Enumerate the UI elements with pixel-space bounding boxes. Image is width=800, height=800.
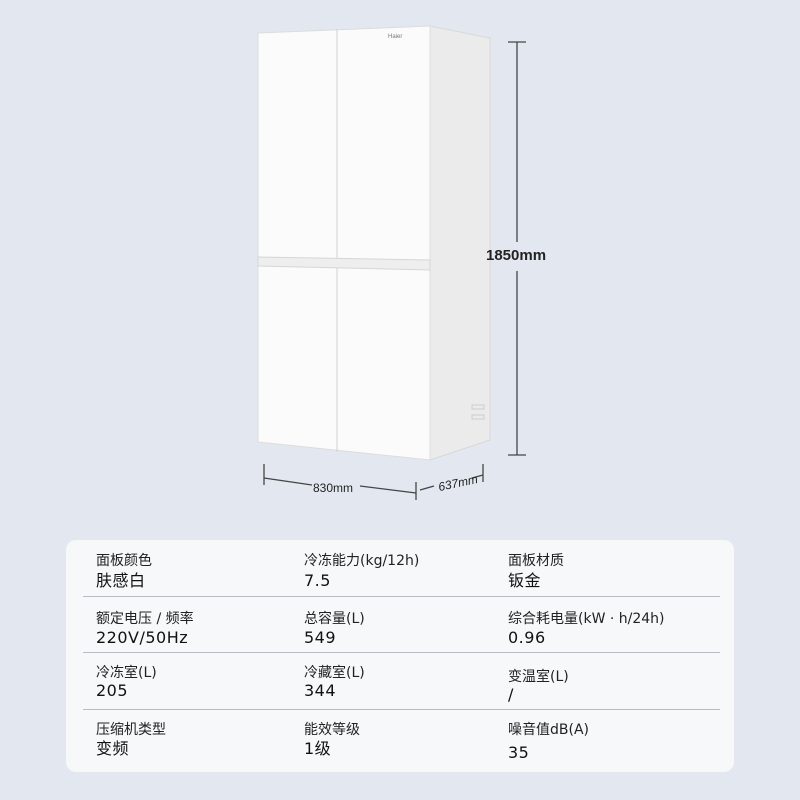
spec-value: / <box>508 685 514 704</box>
drawer-handle-bar <box>257 256 431 271</box>
spec-value: 35 <box>508 743 530 762</box>
spec-value: 1级 <box>304 739 332 758</box>
row-divider <box>83 653 720 710</box>
width-dimension-line <box>263 464 484 500</box>
width-label: 830mm <box>313 481 354 495</box>
height-label: 1850mm <box>486 247 547 264</box>
refrigerator-image: Haier <box>257 25 526 500</box>
spec-label: 总容量(L) <box>304 611 365 627</box>
spec-value: 7.5 <box>304 571 331 590</box>
spec-label: 额定电压 / 频率 <box>96 611 194 627</box>
spec-value: 钣金 <box>508 571 542 590</box>
row-divider <box>83 540 720 597</box>
fridge-side-panel <box>429 25 491 461</box>
spec-value: 205 <box>96 681 129 700</box>
spec-label: 冷冻室(L) <box>96 665 157 681</box>
spec-value: 变频 <box>96 739 130 758</box>
spec-label: 压缩机类型 <box>96 722 166 738</box>
row-divider <box>83 596 720 653</box>
brand-logo: Haier <box>388 34 402 40</box>
spec-label: 噪音值dB(A) <box>508 722 589 738</box>
spec-value: 220V/50Hz <box>96 628 189 647</box>
spec-label: 面板材质 <box>508 553 564 569</box>
spec-value: 344 <box>304 681 337 700</box>
spec-value: 0.96 <box>508 628 546 647</box>
spec-value: 肤感白 <box>96 571 146 590</box>
spec-label: 冷藏室(L) <box>304 665 365 681</box>
spec-value: 549 <box>304 628 337 647</box>
spec-label: 综合耗电量(kW · h/24h) <box>508 611 665 627</box>
fridge-front <box>257 25 431 461</box>
spec-label: 变温室(L) <box>508 669 569 685</box>
height-dimension-line <box>508 41 526 456</box>
spec-label: 面板颜色 <box>96 553 152 569</box>
spec-label: 能效等级 <box>304 722 360 738</box>
spec-label: 冷冻能力(kg/12h) <box>304 553 420 569</box>
